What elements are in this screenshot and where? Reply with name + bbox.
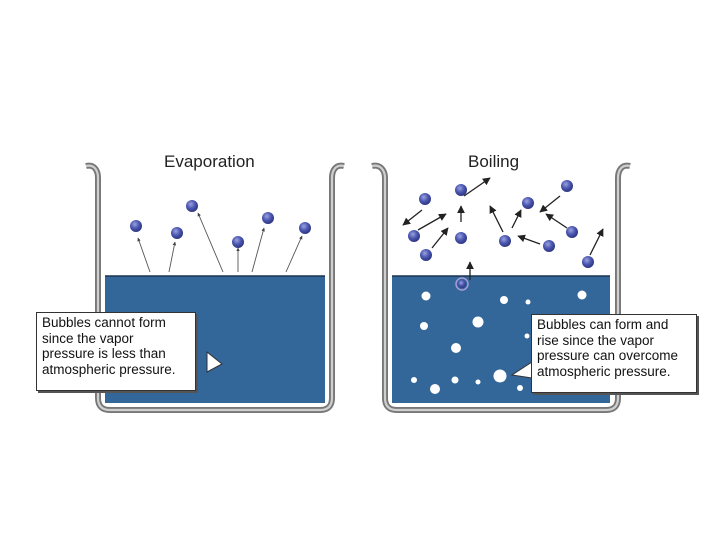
boiling-arrow xyxy=(540,196,560,212)
bubble xyxy=(578,291,587,300)
boiling-arrow xyxy=(464,178,490,196)
vapor-molecule xyxy=(522,197,534,209)
evaporation-title: Evaporation xyxy=(164,152,255,172)
bubble xyxy=(411,377,417,383)
evaporation-arrow xyxy=(252,228,264,272)
emerging-molecule xyxy=(458,280,466,288)
vapor-molecule xyxy=(130,220,142,232)
evaporation-arrow xyxy=(169,242,175,272)
bubble xyxy=(526,300,531,305)
bubble xyxy=(422,292,431,301)
vapor-molecule xyxy=(499,235,511,247)
bubble xyxy=(494,370,507,383)
vapor-molecule xyxy=(455,232,467,244)
vapor-molecule xyxy=(232,236,244,248)
vapor-molecule xyxy=(543,240,555,252)
bubble xyxy=(473,317,484,328)
vapor-molecule xyxy=(582,256,594,268)
evaporation-molecules xyxy=(130,200,311,248)
bubble xyxy=(525,334,530,339)
vapor-molecule xyxy=(419,193,431,205)
vapor-molecule xyxy=(455,184,467,196)
vapor-molecule xyxy=(186,200,198,212)
bubble xyxy=(517,385,523,391)
boiling-title: Boiling xyxy=(468,152,519,172)
bubble xyxy=(476,380,481,385)
boiling-arrow xyxy=(590,229,603,255)
boiling-molecules xyxy=(408,180,594,268)
bubble xyxy=(420,322,428,330)
vapor-molecule xyxy=(420,249,432,261)
boiling-arrow xyxy=(432,228,448,248)
boiling-arrow xyxy=(418,214,446,230)
boiling-arrow xyxy=(512,210,521,228)
bubble xyxy=(452,377,459,384)
bubble xyxy=(430,384,440,394)
boiling-arrow xyxy=(518,236,540,244)
evaporation-arrow xyxy=(138,238,150,272)
boiling-arrow xyxy=(403,210,422,225)
vapor-molecule xyxy=(408,230,420,242)
vapor-molecule xyxy=(566,226,578,238)
vapor-molecule xyxy=(262,212,274,224)
vapor-molecule xyxy=(171,227,183,239)
vapor-molecule xyxy=(299,222,311,234)
bubble xyxy=(500,296,508,304)
evaporation-arrow xyxy=(198,213,223,272)
evaporation-arrow xyxy=(286,236,302,272)
evaporation-callout: Bubbles cannot form since the vapor pres… xyxy=(36,312,196,391)
boiling-arrow xyxy=(546,214,567,228)
boiling-callout: Bubbles can form and rise since the vapo… xyxy=(531,314,697,393)
vapor-molecule xyxy=(561,180,573,192)
evaporation-arrows xyxy=(138,213,302,272)
bubble xyxy=(451,343,461,353)
boiling-arrow xyxy=(490,206,503,232)
